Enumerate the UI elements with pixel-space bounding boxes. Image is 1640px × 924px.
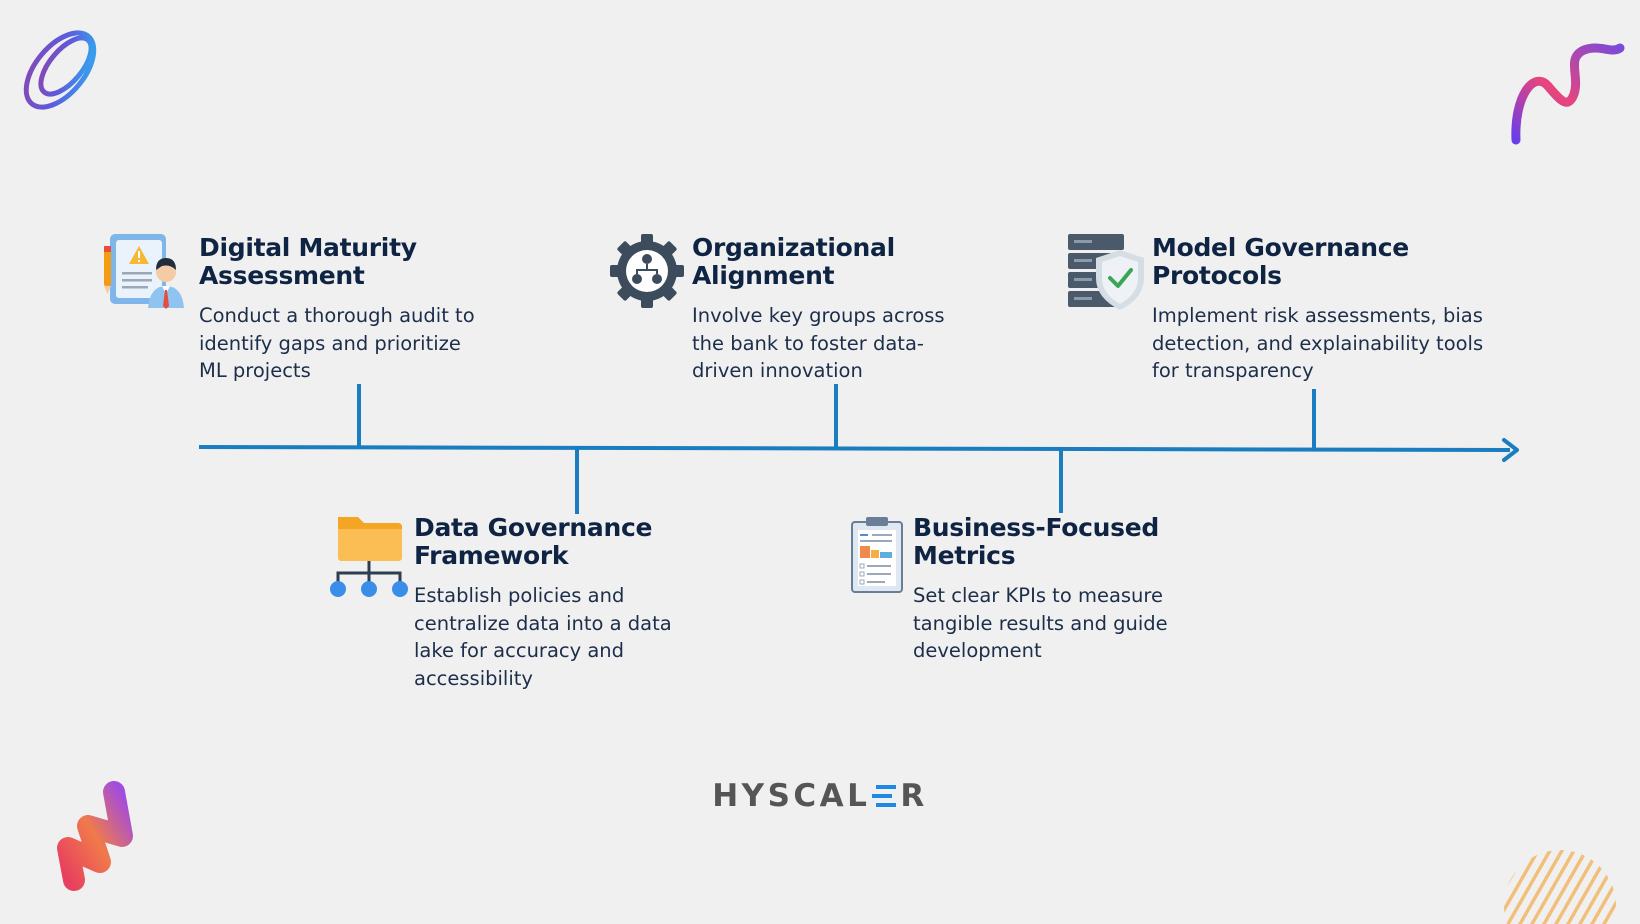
title-line: Digital Maturity bbox=[199, 233, 417, 262]
title-line: Data Governance bbox=[414, 513, 653, 542]
step-title-model-governance: Model Governance Protocols bbox=[1152, 234, 1409, 290]
desc-line: lake for accuracy and bbox=[414, 639, 625, 662]
desc-line: tangible results and guide bbox=[913, 611, 1168, 635]
desc-line: centralize data into a data bbox=[414, 611, 672, 635]
timeline-axis bbox=[198, 445, 1511, 452]
desc-line: driven innovation bbox=[692, 359, 863, 382]
hyscaler-logo: HYSCAL R bbox=[700, 778, 940, 820]
title-line: Organizational bbox=[692, 233, 895, 262]
title-line: Assessment bbox=[199, 261, 365, 290]
desc-line: accessibility bbox=[414, 666, 533, 690]
step-desc-model-governance: Implement risk assessments, bias detecti… bbox=[1152, 302, 1483, 385]
title-line: Metrics bbox=[913, 541, 1016, 570]
step-desc-digital-maturity: Conduct a thorough audit to identify gap… bbox=[199, 302, 475, 385]
squiggle-icon bbox=[1511, 43, 1625, 145]
desc-line: ML projects bbox=[199, 359, 311, 382]
step-title-organizational-alignment: Organizational Alignment bbox=[692, 234, 895, 290]
assessment-report-icon bbox=[104, 234, 184, 309]
desc-line: development bbox=[913, 639, 1042, 662]
title-line: Framework bbox=[414, 541, 569, 570]
step-title-digital-maturity: Digital Maturity Assessment bbox=[199, 234, 417, 290]
swirl-icon bbox=[23, 30, 97, 110]
server-shield-icon bbox=[1068, 234, 1144, 310]
desc-line: Set clear KPIs to measure bbox=[913, 584, 1163, 607]
desc-line: Establish policies and bbox=[414, 584, 625, 607]
desc-line: Conduct a thorough audit to bbox=[199, 304, 475, 327]
desc-line: the bank to foster data- bbox=[692, 331, 924, 355]
step-title-data-governance: Data Governance Framework bbox=[414, 514, 652, 570]
desc-line: for transparency bbox=[1152, 359, 1314, 382]
desc-line: Involve key groups across bbox=[692, 304, 945, 327]
desc-line: Implement risk assessments, bias bbox=[1152, 304, 1483, 327]
desc-line: detection, and explainability tools bbox=[1152, 331, 1484, 355]
striped-circle-icon bbox=[1504, 850, 1616, 924]
gear-team-icon bbox=[610, 234, 684, 308]
folder-hierarchy-icon bbox=[330, 517, 408, 597]
step-title-business-metrics: Business-Focused Metrics bbox=[913, 514, 1159, 570]
logo-e-icon bbox=[872, 785, 897, 807]
title-line: Protocols bbox=[1152, 261, 1282, 290]
timeline-arrowhead bbox=[1502, 438, 1519, 462]
logo-text-part1: HYSCAL bbox=[712, 778, 871, 814]
zigzag-icon bbox=[57, 781, 133, 891]
logo-text-part2: R bbox=[900, 778, 928, 814]
step-desc-organizational-alignment: Involve key groups across the bank to fo… bbox=[692, 302, 945, 385]
title-line: Alignment bbox=[692, 261, 835, 290]
clipboard-chart-icon bbox=[851, 517, 903, 593]
step-desc-business-metrics: Set clear KPIs to measure tangible resul… bbox=[913, 582, 1168, 665]
desc-line: identify gaps and prioritize bbox=[199, 331, 461, 355]
step-desc-data-governance: Establish policies and centralize data i… bbox=[414, 582, 672, 692]
title-line: Model Governance bbox=[1152, 233, 1409, 262]
title-line: Business-Focused bbox=[913, 513, 1159, 542]
